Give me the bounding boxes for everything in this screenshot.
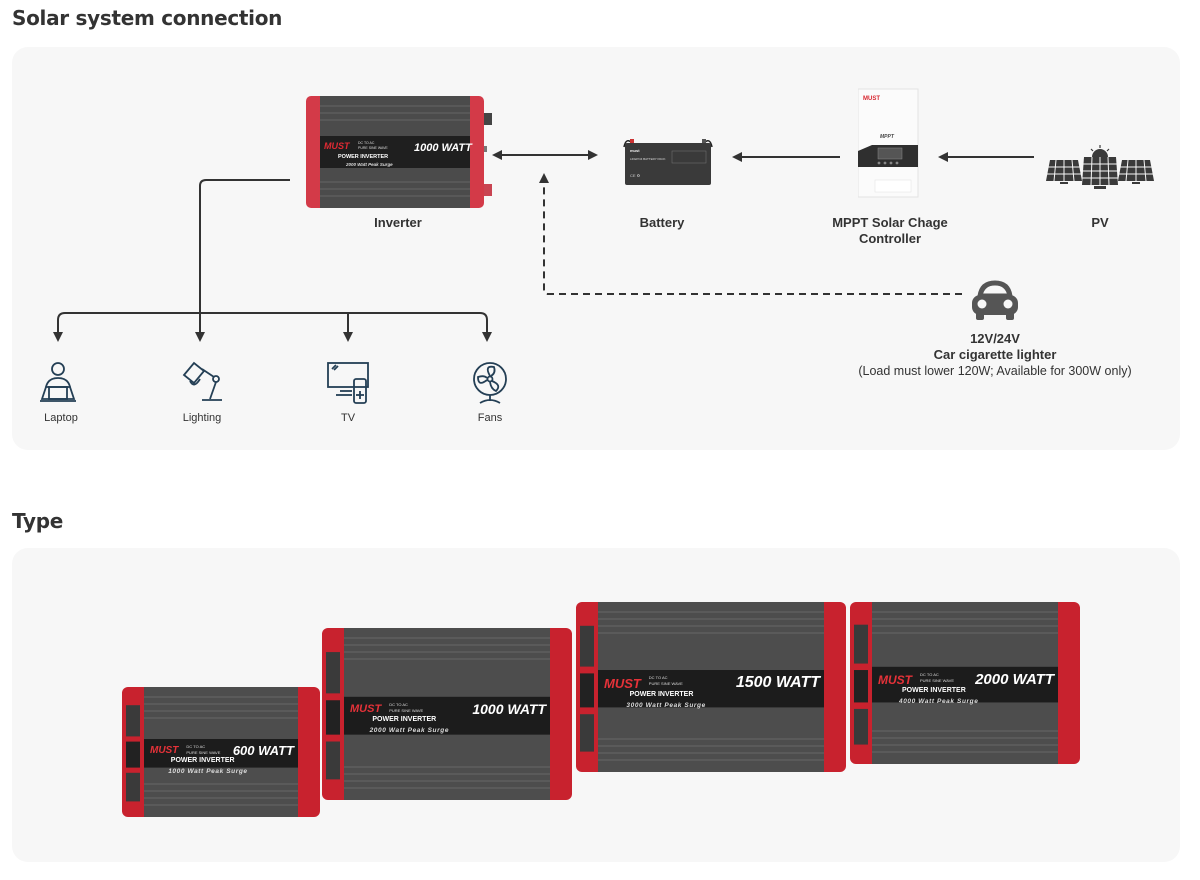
laptop-user-icon: [36, 361, 80, 408]
pv-label: PV: [1091, 215, 1109, 230]
svg-text:CE ♻: CE ♻: [630, 173, 641, 178]
product-watt: 1000 WATT: [472, 700, 546, 717]
mppt-label-line2: Controller: [858, 231, 922, 246]
battery-label: Battery: [639, 215, 685, 230]
product-line2: PURE SINE WAVE: [389, 707, 424, 713]
mppt-label-line1: MPPT Solar Chage: [832, 215, 948, 230]
connection-diagram-panel: MUST DC TO AC PURE SINE WAVE 1000 WATT P…: [12, 47, 1180, 450]
car-lighter-info: 12V/24V Car cigarette lighter (Load must…: [840, 331, 1150, 379]
product-surge: 1000 Watt Peak Surge: [168, 768, 248, 775]
fan-icon: [470, 361, 510, 410]
svg-text:MUST: MUST: [863, 96, 880, 102]
product-subtitle: POWER INVERTER: [629, 691, 694, 698]
product-subtitle: POWER INVERTER: [372, 715, 437, 723]
dashed-car-line: [539, 173, 962, 295]
section-title-connection: Solar system connection: [12, 6, 283, 30]
product-inverter: MUST DC TO AC PURE SINE WAVE 1500 WATT P…: [576, 602, 846, 777]
mppt-controller-device: MUST MPPT: [857, 87, 922, 204]
inverter-device: MUST DC TO AC PURE SINE WAVE 1000 WATT P…: [306, 96, 496, 216]
svg-text:must: must: [630, 148, 640, 153]
battery-device: must LIFEPO4 BATTERY PACK CE ♻: [622, 135, 714, 192]
load-label-laptop: Laptop: [44, 412, 78, 424]
product-brand: MUST: [150, 745, 179, 756]
product-brand: MUST: [604, 676, 641, 691]
svg-text:1000 WATT: 1000 WATT: [414, 142, 473, 154]
section-title-type: Type: [12, 509, 63, 533]
mppt-controller-label: MPPT Solar Chage Controller: [820, 215, 960, 247]
product-subtitle: POWER INVERTER: [902, 686, 966, 694]
svg-text:MPPT: MPPT: [880, 134, 895, 140]
inverter-label: Inverter: [374, 215, 422, 230]
svg-text:2000 Watt Peak Surge: 2000 Watt Peak Surge: [345, 162, 393, 167]
svg-text:LIFEPO4 BATTERY PACK: LIFEPO4 BATTERY PACK: [630, 157, 665, 161]
product-line2: PURE SINE WAVE: [648, 681, 683, 686]
svg-text:POWER INVERTER: POWER INVERTER: [338, 154, 388, 160]
product-line1: DC TO AC: [648, 675, 668, 680]
product-line2: PURE SINE WAVE: [920, 677, 955, 683]
svg-text:DC TO AC: DC TO AC: [358, 141, 375, 145]
svg-text:PURE SINE WAVE: PURE SINE WAVE: [358, 146, 388, 150]
load-label-lighting: Lighting: [182, 412, 222, 424]
product-inverter: MUST DC TO AC PURE SINE WAVE 2000 WATT P…: [850, 602, 1080, 769]
product-line2: PURE SINE WAVE: [186, 750, 221, 755]
load-label-tv: TV: [340, 412, 356, 424]
product-type-panel: MUST DC TO AC PURE SINE WAVE 600 WATT PO…: [12, 548, 1180, 862]
line-load-bus: [57, 312, 492, 342]
inverter-brand: MUST: [324, 141, 351, 151]
product-brand: MUST: [350, 702, 382, 715]
product-line1: DC TO AC: [389, 701, 408, 707]
car-icon: [970, 280, 1020, 327]
product-inverter: MUST DC TO AC PURE SINE WAVE 600 WATT PO…: [122, 687, 320, 822]
product-brand: MUST: [878, 672, 912, 687]
product-line1: DC TO AC: [186, 744, 206, 749]
solar-panel-icon: [1044, 143, 1156, 198]
product-line1: DC TO AC: [920, 671, 939, 677]
product-inverter: MUST DC TO AC PURE SINE WAVE 1000 WATT P…: [322, 628, 572, 805]
connector-lines: [53, 150, 1034, 342]
product-surge: 2000 Watt Peak Surge: [369, 726, 450, 734]
car-voltage: 12V/24V: [970, 331, 1020, 346]
car-lighter-note: (Load must lower 120W; Available for 300…: [858, 364, 1132, 378]
line-inverter-loads: [195, 179, 290, 342]
car-lighter-label: Car cigarette lighter: [933, 347, 1057, 362]
product-subtitle: POWER INVERTER: [170, 757, 235, 764]
product-surge: 3000 Watt Peak Surge: [626, 702, 706, 709]
product-watt: 1500 WATT: [735, 674, 820, 691]
load-label-fans: Fans: [477, 412, 503, 424]
product-watt: 2000 WATT: [975, 670, 1054, 688]
desk-lamp-icon: [180, 359, 224, 408]
product-watt: 600 WATT: [232, 743, 294, 758]
tv-remote-icon: [326, 361, 372, 410]
product-surge: 4000 Watt Peak Surge: [899, 697, 979, 705]
